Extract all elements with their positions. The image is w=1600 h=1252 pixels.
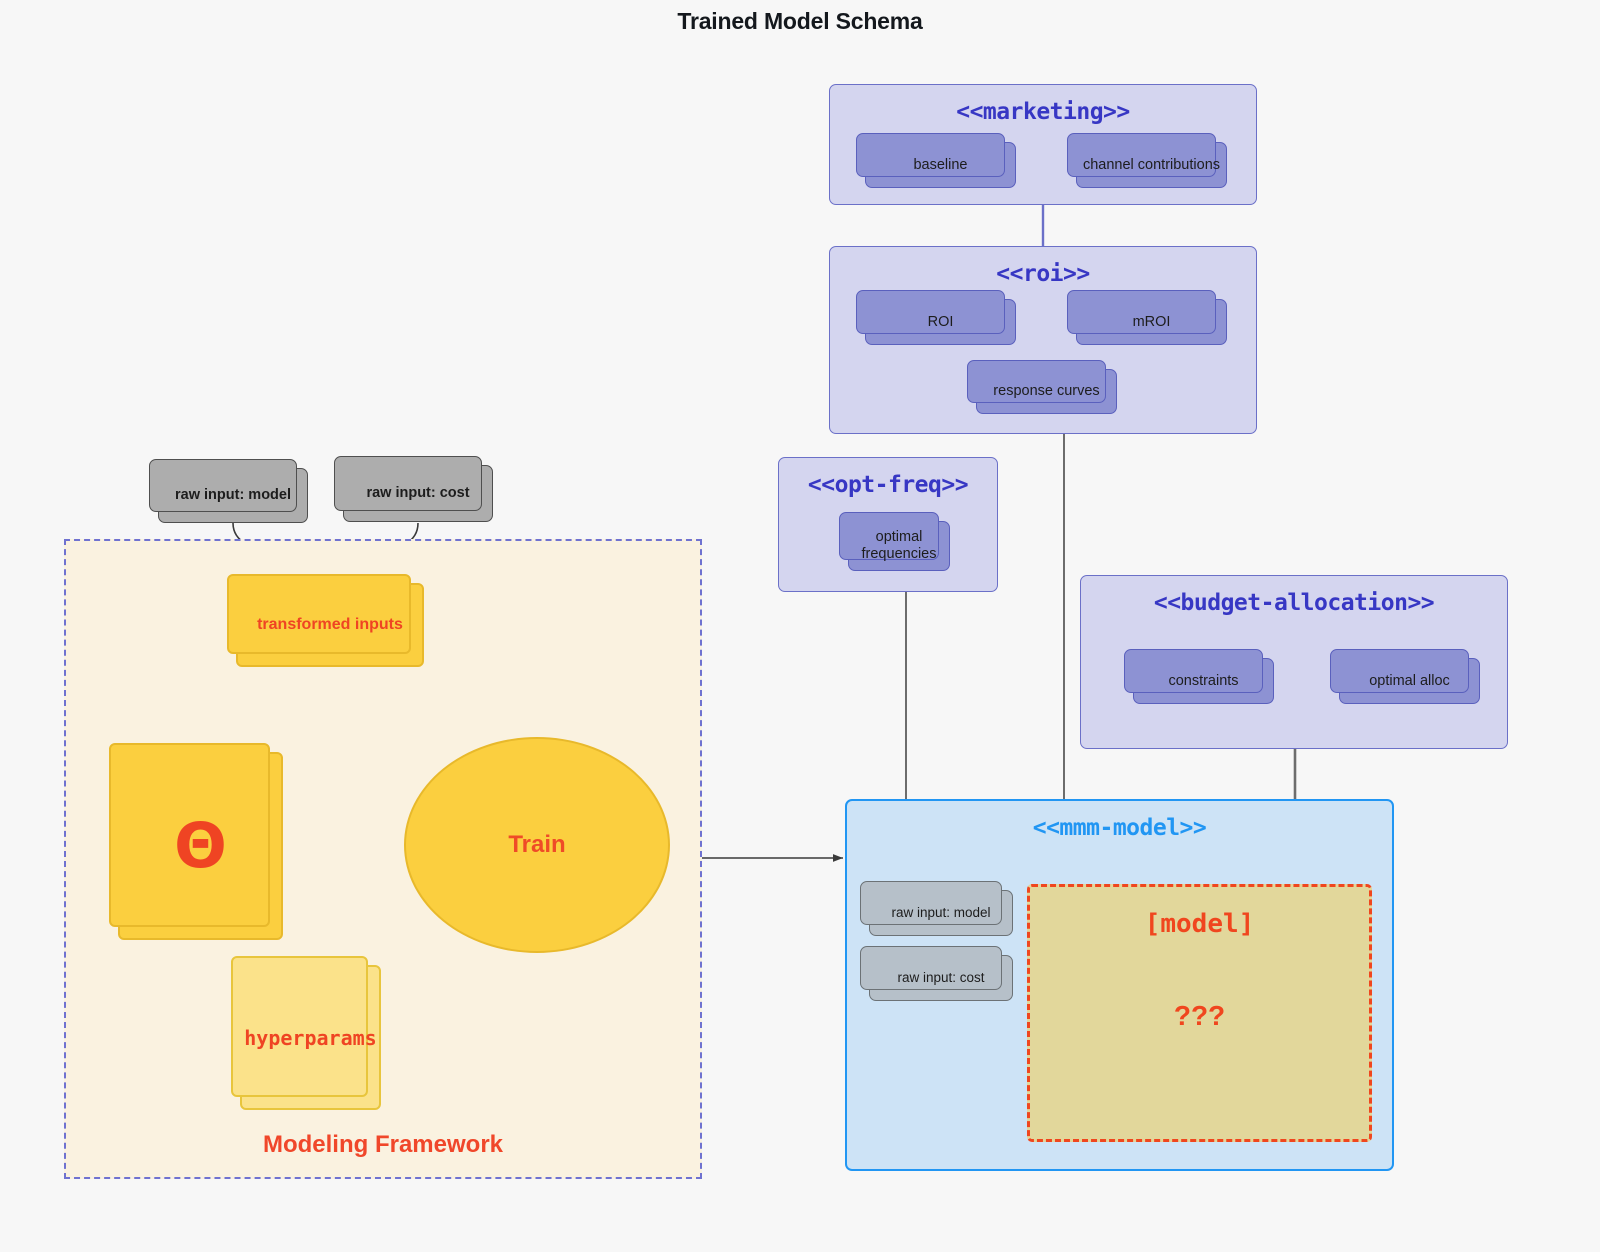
node-raw-input-cost[interactable]: raw input: cost [334,456,493,522]
page-title: Trained Model Schema [677,8,923,34]
node-roi[interactable]: ROI [856,290,1016,345]
node-mroi[interactable]: mROI [1067,290,1227,345]
package-marketing[interactable]: <<marketing>> baseline channel contribut… [829,84,1257,205]
node-train-label: Train [508,831,566,858]
node-raw-input-model-mmm[interactable]: raw input: model [860,881,1013,936]
theta-symbol: Θ [174,809,227,882]
model-placeholder-unknown: ??? [1173,1000,1226,1031]
model-placeholder-label: [model] [1144,909,1255,939]
node-optimal-alloc[interactable]: optimal alloc [1330,649,1480,704]
package-budget-allocation[interactable]: <<budget-allocation>> constraints optima… [1080,575,1508,749]
node-transformed-inputs[interactable]: transformed inputs [227,574,424,667]
package-mmm-model-stereotype: <<mmm-model>> [1032,815,1207,841]
node-constraints[interactable]: constraints [1124,649,1274,704]
node-hyperparams[interactable]: hyperparams [231,956,381,1110]
package-marketing-stereotype: <<marketing>> [956,99,1130,125]
package-opt-freq-stereotype: <<opt-freq>> [807,472,969,498]
package-roi-stereotype: <<roi>> [996,261,1090,287]
node-optimal-frequencies[interactable]: optimal frequencies [839,512,950,571]
package-opt-freq[interactable]: <<opt-freq>> optimal frequencies [778,457,998,592]
package-mmm-model[interactable]: <<mmm-model>> raw input: model raw input… [845,799,1394,1171]
model-placeholder-region[interactable]: [model] ??? [1027,884,1372,1142]
node-hyperparams-label: hyperparams [244,1025,377,1050]
package-budget-allocation-stereotype: <<budget-allocation>> [1153,590,1435,616]
node-transformed-inputs-label: transformed inputs [257,616,403,633]
node-baseline[interactable]: baseline [856,133,1016,188]
node-train[interactable]: Train [404,737,670,953]
node-response-curves[interactable]: response curves [967,360,1117,414]
modeling-framework-label: Modeling Framework [262,1131,504,1158]
node-channel-contributions[interactable]: channel contributions [1067,133,1227,188]
node-raw-input-cost-mmm[interactable]: raw input: cost [860,946,1013,1001]
node-raw-input-model[interactable]: raw input: model [149,459,308,523]
package-roi[interactable]: <<roi>> ROI mROI response curves [829,246,1257,434]
node-theta[interactable]: Θ [109,743,283,940]
